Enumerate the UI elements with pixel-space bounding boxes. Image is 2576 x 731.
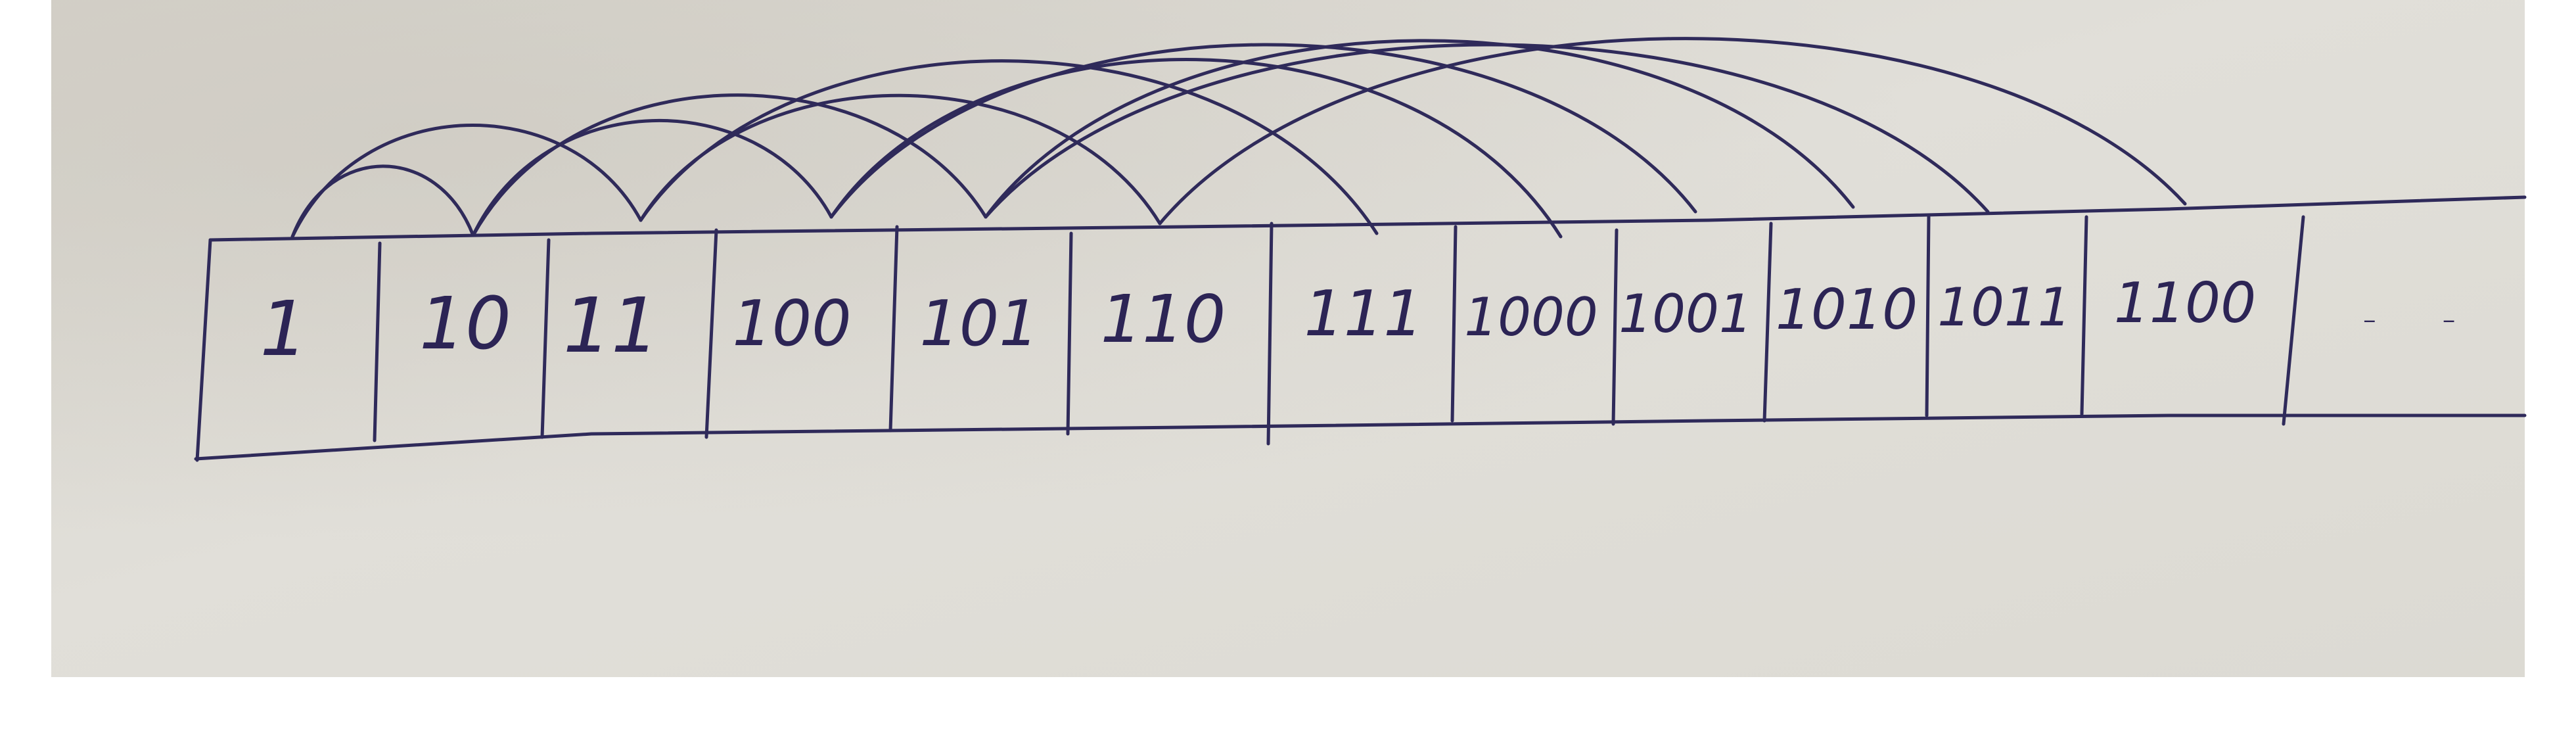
paper-shading [51, 0, 2525, 677]
cell-label: 110 [1101, 281, 1226, 358]
arc-101-to-1011 [984, 43, 1990, 219]
cell-label: 1100 [2114, 271, 2256, 336]
continuation-dashes: - - [2362, 296, 2482, 342]
tape-dividers [195, 215, 2305, 462]
arc-100-to-1001 [829, 43, 1697, 219]
arc-layer [290, 37, 2187, 239]
cell-divider [1762, 222, 1773, 423]
cell-divider [1066, 231, 1073, 436]
cell-divider [888, 225, 899, 433]
arc-11-to-111 [639, 59, 1379, 235]
tape-top-edge [208, 195, 2527, 242]
tape-outline [194, 195, 2527, 461]
cell-divider [1611, 228, 1619, 426]
arc-10-to-100 [471, 118, 833, 237]
cell-divider [704, 228, 718, 439]
cell-divider [1266, 222, 1274, 446]
arc-100-to-1000 [829, 57, 1563, 239]
cell-divider [2282, 215, 2305, 426]
cell-label: 11 [563, 282, 659, 370]
cell-divider [1925, 215, 1931, 417]
arc-101-to-1010 [984, 39, 1855, 219]
cell-divider [540, 238, 551, 439]
cell-divider [1450, 225, 1458, 423]
cell-label: 1000 [1464, 287, 1598, 348]
cell-label: 101 [919, 288, 1038, 360]
cell-label: 111 [1304, 278, 1423, 350]
cell-label: 1001 [1619, 283, 1753, 344]
arc-10-to-101 [471, 93, 988, 237]
cell-label: 10 [419, 281, 511, 366]
cell-divider [195, 238, 212, 462]
cell-label: 1011 [1937, 277, 2071, 338]
cell-divider [373, 241, 382, 442]
tape-bottom-edge [194, 413, 2527, 461]
arc-110-to-1100 [1158, 37, 2187, 225]
cell-label: 1010 [1776, 277, 1918, 342]
arc-1-to-11 [290, 124, 643, 239]
cell-label: 100 [732, 288, 851, 360]
cell-label: 1 [260, 285, 308, 373]
cell-divider [2080, 215, 2088, 416]
